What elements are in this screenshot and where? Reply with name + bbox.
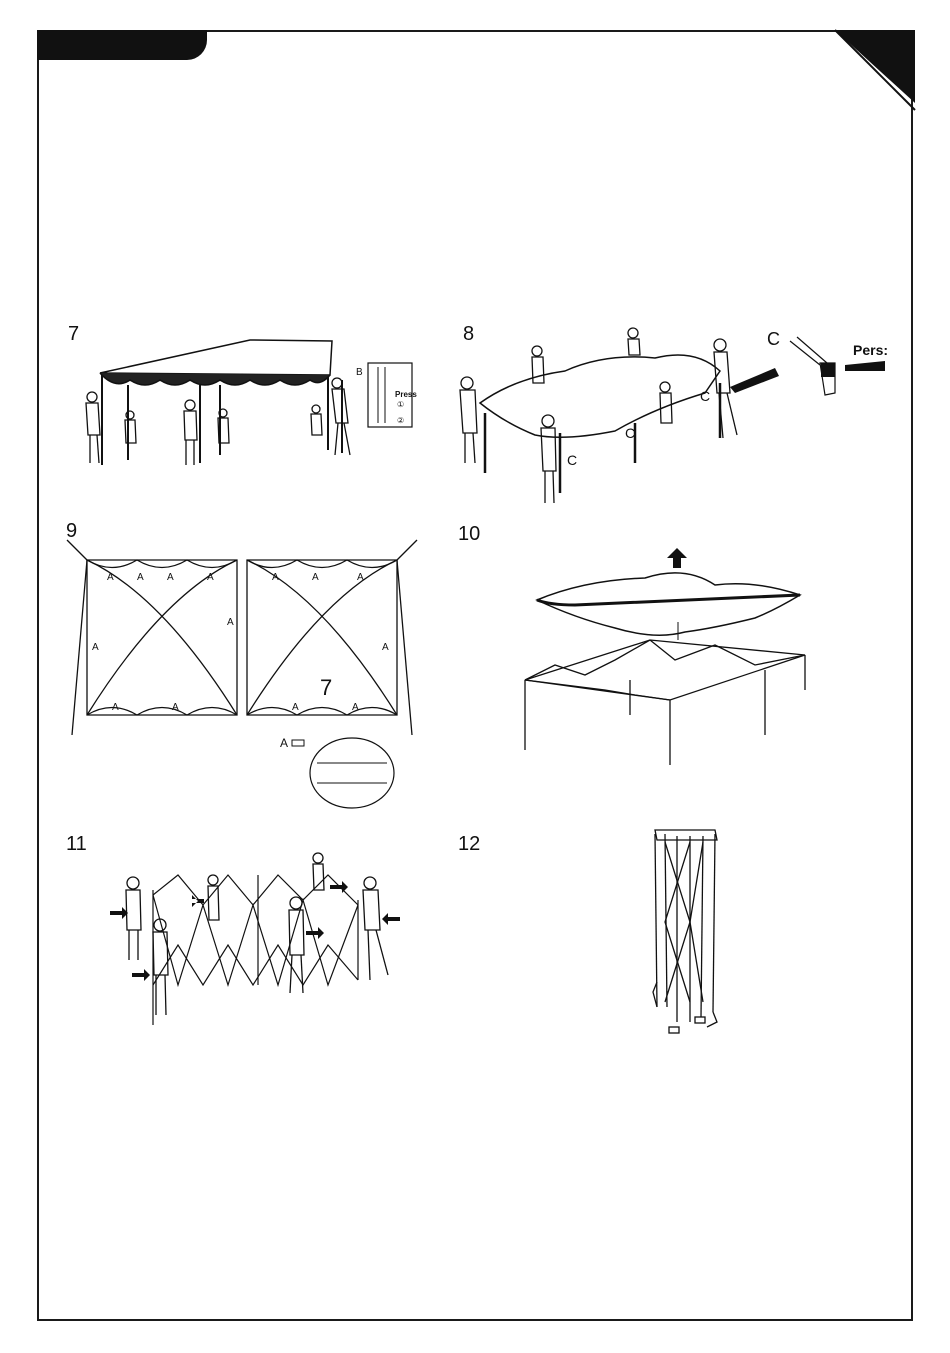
step-12-illustration [645,822,725,1037]
step-8-illustration: C C C C Pers: [455,323,900,513]
step-12-number: 12 [458,833,480,856]
step-7-number: 7 [68,323,79,346]
step-7-callout-b: B [356,367,363,378]
step-9-inner-number: 7 [320,675,332,700]
step-9-label-a-2: A [137,572,144,583]
step-9-label-a-10: A [382,642,389,653]
step-10-number: 10 [458,523,480,546]
step-8-press-label: Pers: [853,342,888,358]
step-9-label-a-5: A [272,572,279,583]
step-9-label-a-9: A [227,617,234,628]
step-9-illustration: A A A A A A A A A A A A A A A 7 [62,535,422,810]
step-9-detail-label-a: A [280,736,288,750]
step-9-label-a-13: A [292,702,299,713]
step-7-press-mark-2: ② [397,416,404,425]
step-7-press-mark-1: ① [397,400,404,409]
step-8-callout-c-3: C [625,425,635,441]
step-9-label-a-3: A [167,572,174,583]
step-11-illustration [108,845,408,1035]
step-9-label-a-11: A [112,702,119,713]
step-9-label-a-12: A [172,702,179,713]
step-9-label-a-1: A [107,572,114,583]
step-9-label-a-8: A [92,642,99,653]
step-7-press-label: Press [395,390,417,399]
header-tab [37,30,207,60]
step-9-label-a-6: A [312,572,319,583]
step-8-callout-c-1: C [700,388,710,404]
step-11-number: 11 [66,833,87,856]
step-9-label-a-4: A [207,572,214,583]
step-10-illustration [515,540,815,770]
step-9-label-a-14: A [352,702,359,713]
step-8-callout-c-2: C [567,452,577,468]
corner-fold [830,25,920,115]
step-7-illustration: Press ① ② B [80,335,420,475]
step-8-callout-c-main: C [767,329,780,349]
step-9-label-a-7: A [357,572,364,583]
